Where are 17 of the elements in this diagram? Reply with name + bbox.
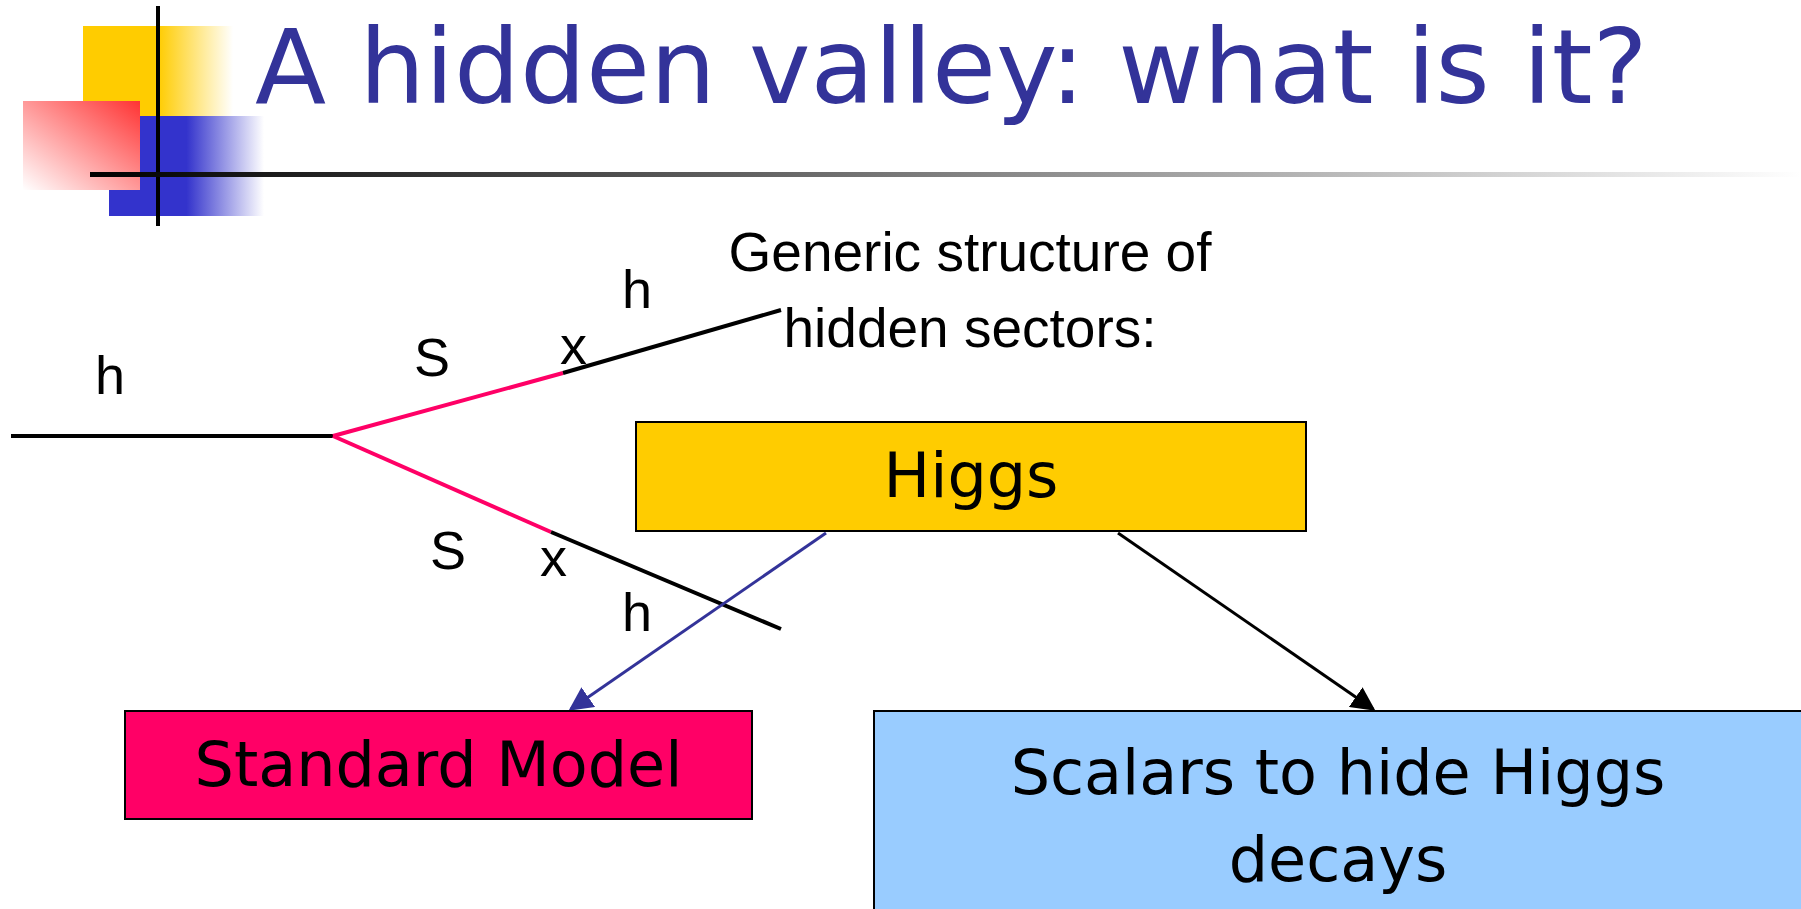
subtitle-text: Generic structure of hidden sectors: bbox=[727, 220, 1213, 361]
box-label: Higgs bbox=[883, 442, 1059, 511]
particle-label: h bbox=[95, 348, 126, 402]
vertex-mark: x bbox=[560, 318, 587, 372]
particle-label: S bbox=[414, 330, 451, 384]
particle-label: S bbox=[430, 523, 467, 577]
process-box bbox=[873, 710, 1801, 909]
box-label: Standard Model bbox=[194, 730, 683, 800]
process-box bbox=[124, 710, 753, 820]
process-box bbox=[635, 421, 1307, 532]
slide-title: A hidden valley: what is it? bbox=[255, 8, 1648, 128]
box-label: Scalars to hide Higgs decays bbox=[1009, 735, 1667, 898]
particle-label: h bbox=[622, 262, 653, 316]
vertex-mark: x bbox=[540, 530, 567, 584]
particle-label: h bbox=[622, 585, 653, 639]
arrow bbox=[1117, 531, 1376, 711]
arrow bbox=[568, 531, 827, 711]
